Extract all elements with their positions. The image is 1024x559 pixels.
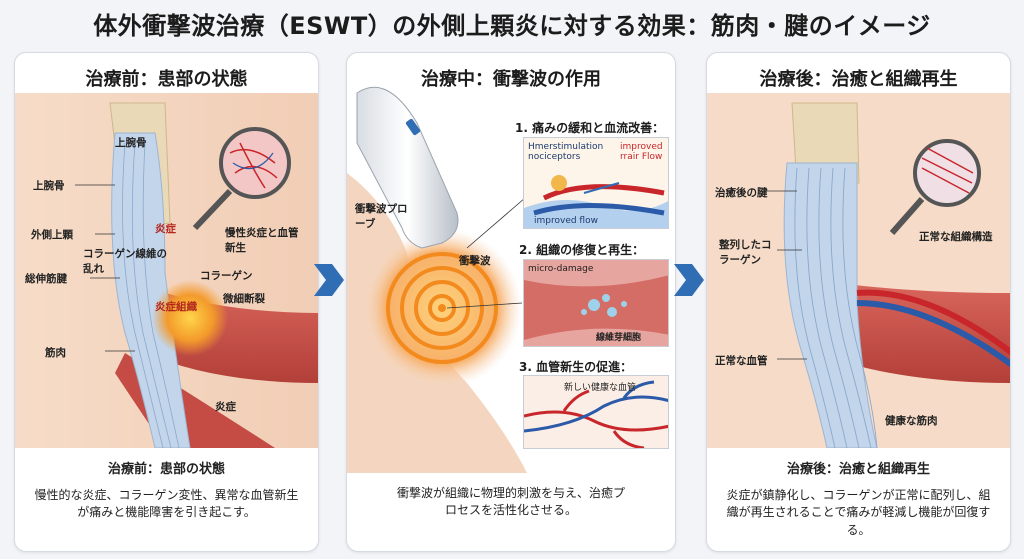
- vein-after: [856, 300, 1010, 368]
- arrow-right-icon: [314, 264, 344, 296]
- caption-body-after: 炎症が鎮静化し、コラーゲンが正常に配列し、組織が再生されることで痛みが軽減し機能…: [726, 488, 991, 537]
- section-1-title: 1. 痛みの緩和と血流改善：: [515, 121, 665, 135]
- panel-before-treatment: 治療前：患部の状態: [14, 52, 319, 552]
- common-extensor-tendon: [111, 132, 191, 448]
- after-illustration: [707, 93, 1010, 448]
- tag-new-vessels: 新しい健康な血管: [564, 383, 637, 393]
- tag-fibroblast: 線維芽細胞: [596, 333, 642, 343]
- panel-title-after: 治療後：治癒と組織再生: [759, 69, 958, 90]
- caption-during: 衝撃波が組織に物理的刺激を与え、治癒プロセスを活性化させる。: [347, 485, 675, 520]
- label-collagen-disorder: コラーゲン線維の乱れ: [83, 248, 167, 275]
- tag-improved-rair-flow: improved rrair Flow: [620, 142, 663, 162]
- panel-during-treatment: 治療中：衝撃波の作用 衝撃波プローブ 衝撃波: [346, 52, 676, 552]
- tag-micro-damage: micro-damage: [528, 264, 594, 274]
- caption-body-before: 慢性的な炎症、コラーゲン変性、異常な血管新生が痛みと機能障害を引き起こす。: [34, 488, 299, 520]
- label-healthy-muscle: 健康な筋肉: [885, 415, 938, 427]
- artery-after: [856, 289, 1010, 356]
- shockwave-probe: [356, 86, 459, 249]
- panel-title-during: 治療中：衝撃波の作用: [421, 69, 601, 90]
- label-muscle: 筋肉: [45, 347, 66, 359]
- label-upper-arm-bone: 上腕骨: [33, 180, 65, 192]
- label-lateral-epicondyle: 外側上顆: [31, 229, 73, 241]
- label-normal-structure: 正常な組織構造: [919, 231, 993, 243]
- panel-title-before: 治療前：患部の状態: [85, 69, 248, 90]
- inflammation-area: [152, 280, 228, 356]
- label-inflammation-lower: 炎症: [215, 401, 236, 413]
- healthy-muscle-shape: [837, 283, 1010, 383]
- shockwave-rings: [386, 252, 498, 364]
- label-humerus: 上腕骨: [115, 137, 147, 149]
- label-shockwave: 衝撃波: [459, 255, 491, 267]
- label-micro-tear: 微細断裂: [223, 293, 265, 305]
- before-illustration: [15, 93, 318, 448]
- label-chronic-inflammation: 慢性炎症と血管新生: [225, 227, 299, 254]
- label-aligned-collagen: 整列したコラーゲン: [719, 239, 772, 266]
- label-inflammation: 炎症: [155, 223, 176, 235]
- caption-before: 治療前：患部の状態 慢性的な炎症、コラーゲン変性、異常な血管新生が痛みと機能障害…: [15, 458, 318, 522]
- section-1-box: Hmerstimulation nociceptors improved rra…: [523, 137, 669, 229]
- magnifier-handle: [192, 188, 233, 231]
- tag-nociceptors: Hmerstimulation nociceptors: [528, 142, 604, 162]
- section-2-title: 2. 組織の修復と再生：: [519, 243, 645, 257]
- magnifier-lens-after: [913, 139, 981, 207]
- label-common-extensor: 総伸筋腱: [25, 273, 67, 285]
- label-normal-vessel: 正常な血管: [715, 355, 768, 367]
- arrow-right-icon-2: [674, 264, 704, 296]
- magnifier-lens: [219, 127, 291, 199]
- label-collagen: コラーゲン: [200, 270, 253, 282]
- caption-title-before: 治療前：患部の状態: [107, 462, 225, 477]
- main-title: 体外衝撃波治療（ESWT）の外側上顆炎に対する効果：筋肉・腱のイメージ: [93, 12, 931, 40]
- label-probe: 衝撃波プローブ: [355, 203, 408, 230]
- label-healed-tendon: 治癒後の腱: [715, 187, 768, 199]
- section-2-box: micro-damage 線維芽細胞: [523, 259, 669, 347]
- caption-title-after: 治療後：治癒と組織再生: [786, 462, 930, 477]
- caption-after: 治療後：治癒と組織再生 炎症が鎮静化し、コラーゲンが正常に配列し、組織が再生され…: [707, 458, 1010, 539]
- label-inflamed-tissue: 炎症組織: [155, 301, 197, 313]
- section-3-title: 3. 血管新生の促進：: [519, 360, 633, 374]
- caption-body-during: 衝撃波が組織に物理的刺激を与え、治癒プロセスを活性化させる。: [397, 486, 626, 518]
- section-3-box: 新しい健康な血管: [523, 375, 669, 449]
- tag-improved-flow: improved flow: [534, 216, 598, 226]
- during-illustration: [347, 86, 527, 473]
- magnifier-handle-after: [889, 197, 925, 235]
- panel-after-treatment: 治療後：治癒と組織再生: [706, 52, 1011, 552]
